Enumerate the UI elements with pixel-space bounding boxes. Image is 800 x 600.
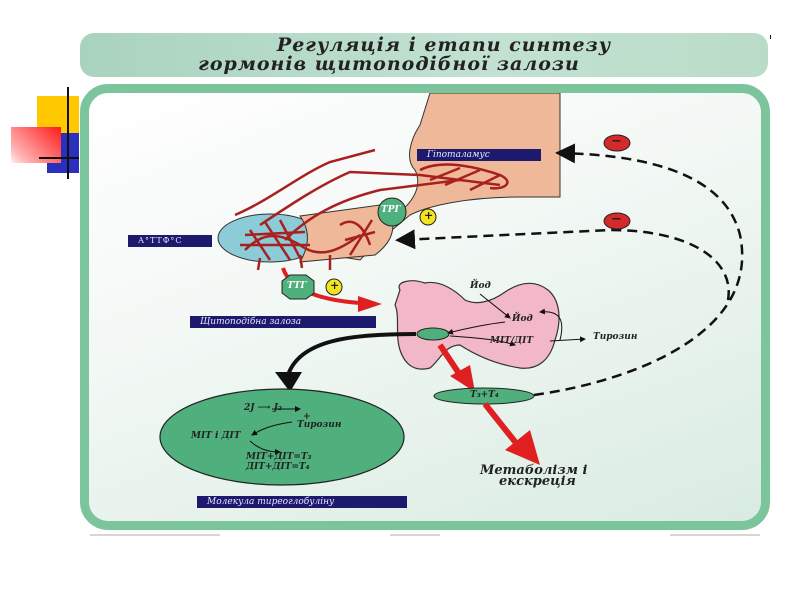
t3-t4-badge: [433, 387, 535, 405]
molecule-tyrosine: Тирозин: [297, 420, 342, 430]
t3-t4-text: T₃+T₄: [470, 390, 499, 400]
tsh-text: ТТГ: [287, 281, 307, 291]
mit-dit-text: МІТ/ДІТ: [490, 336, 534, 346]
feedback-loop-pituitary: [395, 228, 730, 301]
thyroglobulin-molecule: [159, 388, 405, 486]
inhibition-sign-pituitary: −: [611, 212, 622, 227]
title-banner: Регуляція і етапи синтезу гормонів щитоп…: [80, 33, 768, 77]
tsh-hormone-badge: [281, 274, 315, 300]
tyrosine-text: Тирозин: [593, 332, 638, 342]
tsh-plus-sign: +: [330, 279, 340, 292]
red-arrow-to-metabolism: [482, 402, 523, 450]
title-line-2: гормонів щитоподібної залози: [198, 53, 580, 75]
tsh-plus-badge: [325, 278, 343, 296]
portal-vessels: [234, 148, 509, 271]
thyroid-gland-shape: [394, 280, 560, 370]
feedback-loop-hypothalamus: [533, 143, 744, 397]
footer-left-line: [90, 534, 220, 536]
thyroid-gland-label: Щитоподібна залоза: [190, 316, 376, 328]
inhibition-badge-pituitary: [603, 212, 631, 230]
metabolism-text-line1: Метаболізм і: [480, 463, 588, 478]
trh-plus-sign: +: [424, 209, 434, 222]
molecule-equation-t3: МІТ+ДІТ=T₃: [246, 452, 312, 462]
black-arrow-to-molecule: [286, 332, 417, 376]
molecule-equation-t4: ДІТ+ДІТ=T₄: [246, 462, 310, 472]
title-line-1: Регуляція і етапи синтезу: [276, 34, 612, 56]
inhibition-sign-hypothalamus: −: [611, 134, 622, 149]
iodine-in-text: Йод: [470, 281, 491, 291]
footer-center-line: [390, 534, 440, 536]
decor-vertical-line: [67, 87, 69, 179]
molecule-mit-dit: МІТ і ДІТ: [191, 431, 241, 441]
decor-right-tick: [770, 35, 771, 39]
decor-horizontal-line: [39, 157, 79, 159]
trh-hormone-badge: [377, 197, 407, 227]
metabolism-text-line2: екскреція: [499, 474, 576, 489]
pituitary-label: А°ТТФ°С: [128, 235, 212, 247]
diagram-canvas: [159, 93, 744, 486]
inhibition-badge-hypothalamus: [603, 134, 631, 152]
hypothalamus-label: Гіпоталамус: [417, 149, 541, 161]
footer-right-line: [670, 534, 760, 536]
thyroglobulin-label: Молекула тиреоглобуліну: [197, 496, 407, 508]
molecule-step-iodination: 2J ⟶ J₂: [244, 403, 282, 413]
trh-text: ТРГ: [381, 205, 401, 215]
trh-plus-badge: [419, 208, 437, 226]
molecule-plus: +: [303, 412, 311, 422]
thyroid-follicle: [416, 327, 450, 341]
iodine-inside-text: Йод: [512, 314, 533, 324]
